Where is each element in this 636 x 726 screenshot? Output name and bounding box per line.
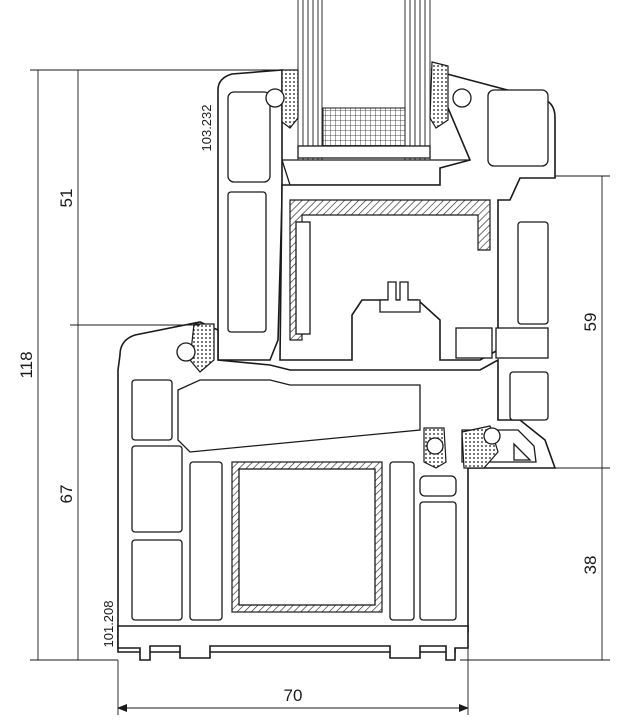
glazing-unit — [281, 0, 471, 186]
frame-profile — [117, 321, 557, 661]
profile-code-sash: 103.232 — [199, 105, 214, 152]
gasket-bulb — [265, 88, 285, 108]
gasket-glazing-right — [429, 61, 449, 129]
dimension-label-frame-height: 38 — [581, 556, 600, 575]
frame-chamber — [509, 371, 549, 421]
spacer-mesh — [322, 107, 406, 147]
sash-chamber — [455, 327, 493, 359]
dimension-lines — [37, 70, 603, 712]
drainage-triangle — [513, 442, 532, 461]
glass-pane-inner — [297, 0, 323, 160]
sash-chamber — [487, 89, 549, 167]
gasket-glazing-left — [281, 69, 299, 129]
frame-chamber — [189, 461, 223, 621]
frame-chamber — [131, 445, 183, 533]
gasket-bulb — [452, 88, 472, 108]
glazing-seal-edge — [297, 145, 431, 159]
extension-lines — [30, 69, 610, 715]
dimension-label-total-height: 118 — [17, 351, 36, 378]
sash-tongue — [379, 281, 421, 313]
dimension-label-total-width: 70 — [284, 686, 303, 705]
sash-chamber — [517, 221, 549, 325]
dimension-label-sash-height: 59 — [581, 313, 600, 332]
glass-pane-outer — [404, 0, 431, 160]
sash-chamber — [495, 327, 549, 359]
gaskets — [176, 61, 532, 469]
dimension-label-lower-height: 67 — [57, 485, 76, 504]
frame-chamber — [419, 475, 457, 497]
profile-code-frame: 101.208 — [101, 601, 116, 648]
sash-chamber — [227, 191, 267, 333]
frame-chamber — [131, 539, 183, 621]
sash-chamber — [227, 91, 271, 183]
frame-drainage-channel — [177, 379, 421, 453]
frame-base-foot — [117, 625, 469, 661]
dimension-label-upper-height: 51 — [57, 189, 76, 208]
frame-chamber — [419, 501, 457, 621]
gasket-bulb — [176, 342, 196, 362]
frame-reinforcement-core — [238, 468, 376, 606]
sash-reinforcement — [289, 199, 491, 341]
gasket-bulb — [426, 437, 444, 455]
gasket-bulb — [483, 427, 501, 445]
frame-chamber — [389, 461, 415, 621]
sash-profile — [217, 68, 556, 361]
frame-chamber — [131, 379, 173, 441]
sash-inner-wall — [295, 221, 311, 335]
